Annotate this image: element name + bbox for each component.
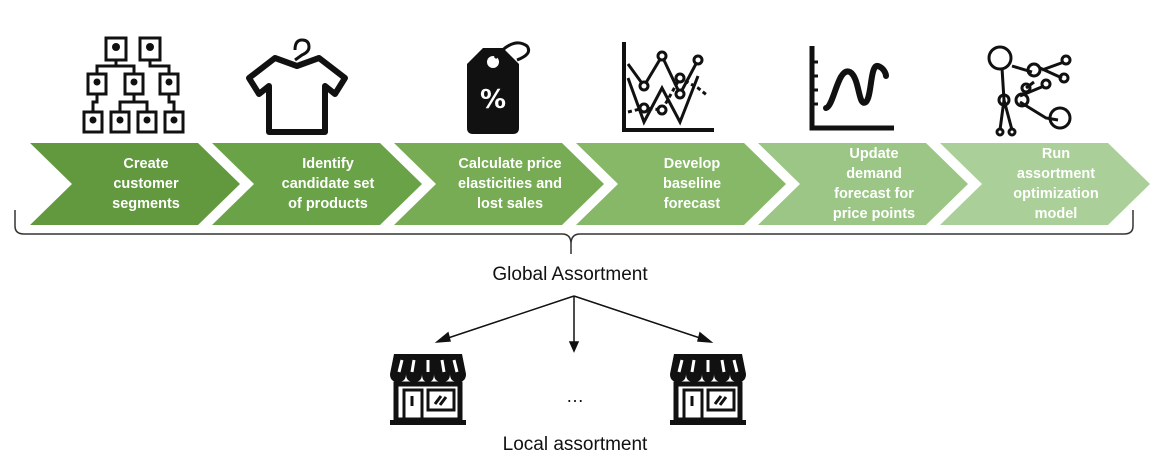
more-stores-ellipsis: … bbox=[566, 386, 584, 406]
step-label: Create customer segments bbox=[112, 156, 180, 212]
chevron-arrow bbox=[394, 143, 604, 225]
org-hierarchy-icon bbox=[82, 36, 185, 134]
chevron-arrow bbox=[576, 143, 786, 225]
chevron-shape bbox=[394, 143, 604, 225]
process-step-5: Update demand forecast for price points bbox=[758, 143, 968, 225]
chevron-arrow bbox=[30, 143, 240, 225]
step-label: Calculate price elasticities and lost sa… bbox=[458, 156, 562, 212]
chevron-shape bbox=[940, 143, 1150, 225]
chevron-arrow bbox=[758, 143, 968, 225]
grouping-brace bbox=[14, 210, 1134, 254]
global-assortment-label: Global Assortment bbox=[492, 264, 648, 285]
local-assortment-label: Local assortment bbox=[502, 434, 648, 455]
trend-curve-icon bbox=[809, 46, 894, 131]
svg-text:%: % bbox=[480, 85, 506, 115]
line-chart-icon bbox=[622, 42, 714, 132]
storefront-icon bbox=[390, 354, 466, 425]
storefront-icon bbox=[670, 354, 746, 425]
chevron-shape bbox=[576, 143, 786, 225]
process-step-6: Run assortment optimization model bbox=[940, 143, 1150, 225]
network-nodes-icon bbox=[987, 45, 1072, 137]
chevron-arrow bbox=[212, 143, 422, 225]
process-step-4: Develop baseline forecast bbox=[576, 143, 786, 225]
price-tag-percent-icon: % bbox=[467, 41, 531, 134]
step-label: Develop baseline forecast bbox=[662, 156, 722, 212]
chevron-shape bbox=[30, 143, 240, 225]
chevron-arrow bbox=[940, 143, 1150, 225]
distribution-arrows bbox=[434, 295, 714, 353]
process-step-1: Create customer segments bbox=[30, 143, 240, 225]
step-label: Update demand forecast for price points bbox=[832, 146, 916, 222]
tshirt-hanger-icon bbox=[246, 38, 348, 135]
process-step-3: Calculate price elasticities and lost sa… bbox=[394, 143, 604, 225]
process-step-2: Identify candidate set of products bbox=[212, 143, 422, 225]
chevron-shape bbox=[758, 143, 968, 225]
chevron-shape bbox=[212, 143, 422, 225]
step-label: Identify candidate set of products bbox=[281, 156, 375, 212]
step-label: Run assortment optimization model bbox=[1013, 146, 1099, 222]
